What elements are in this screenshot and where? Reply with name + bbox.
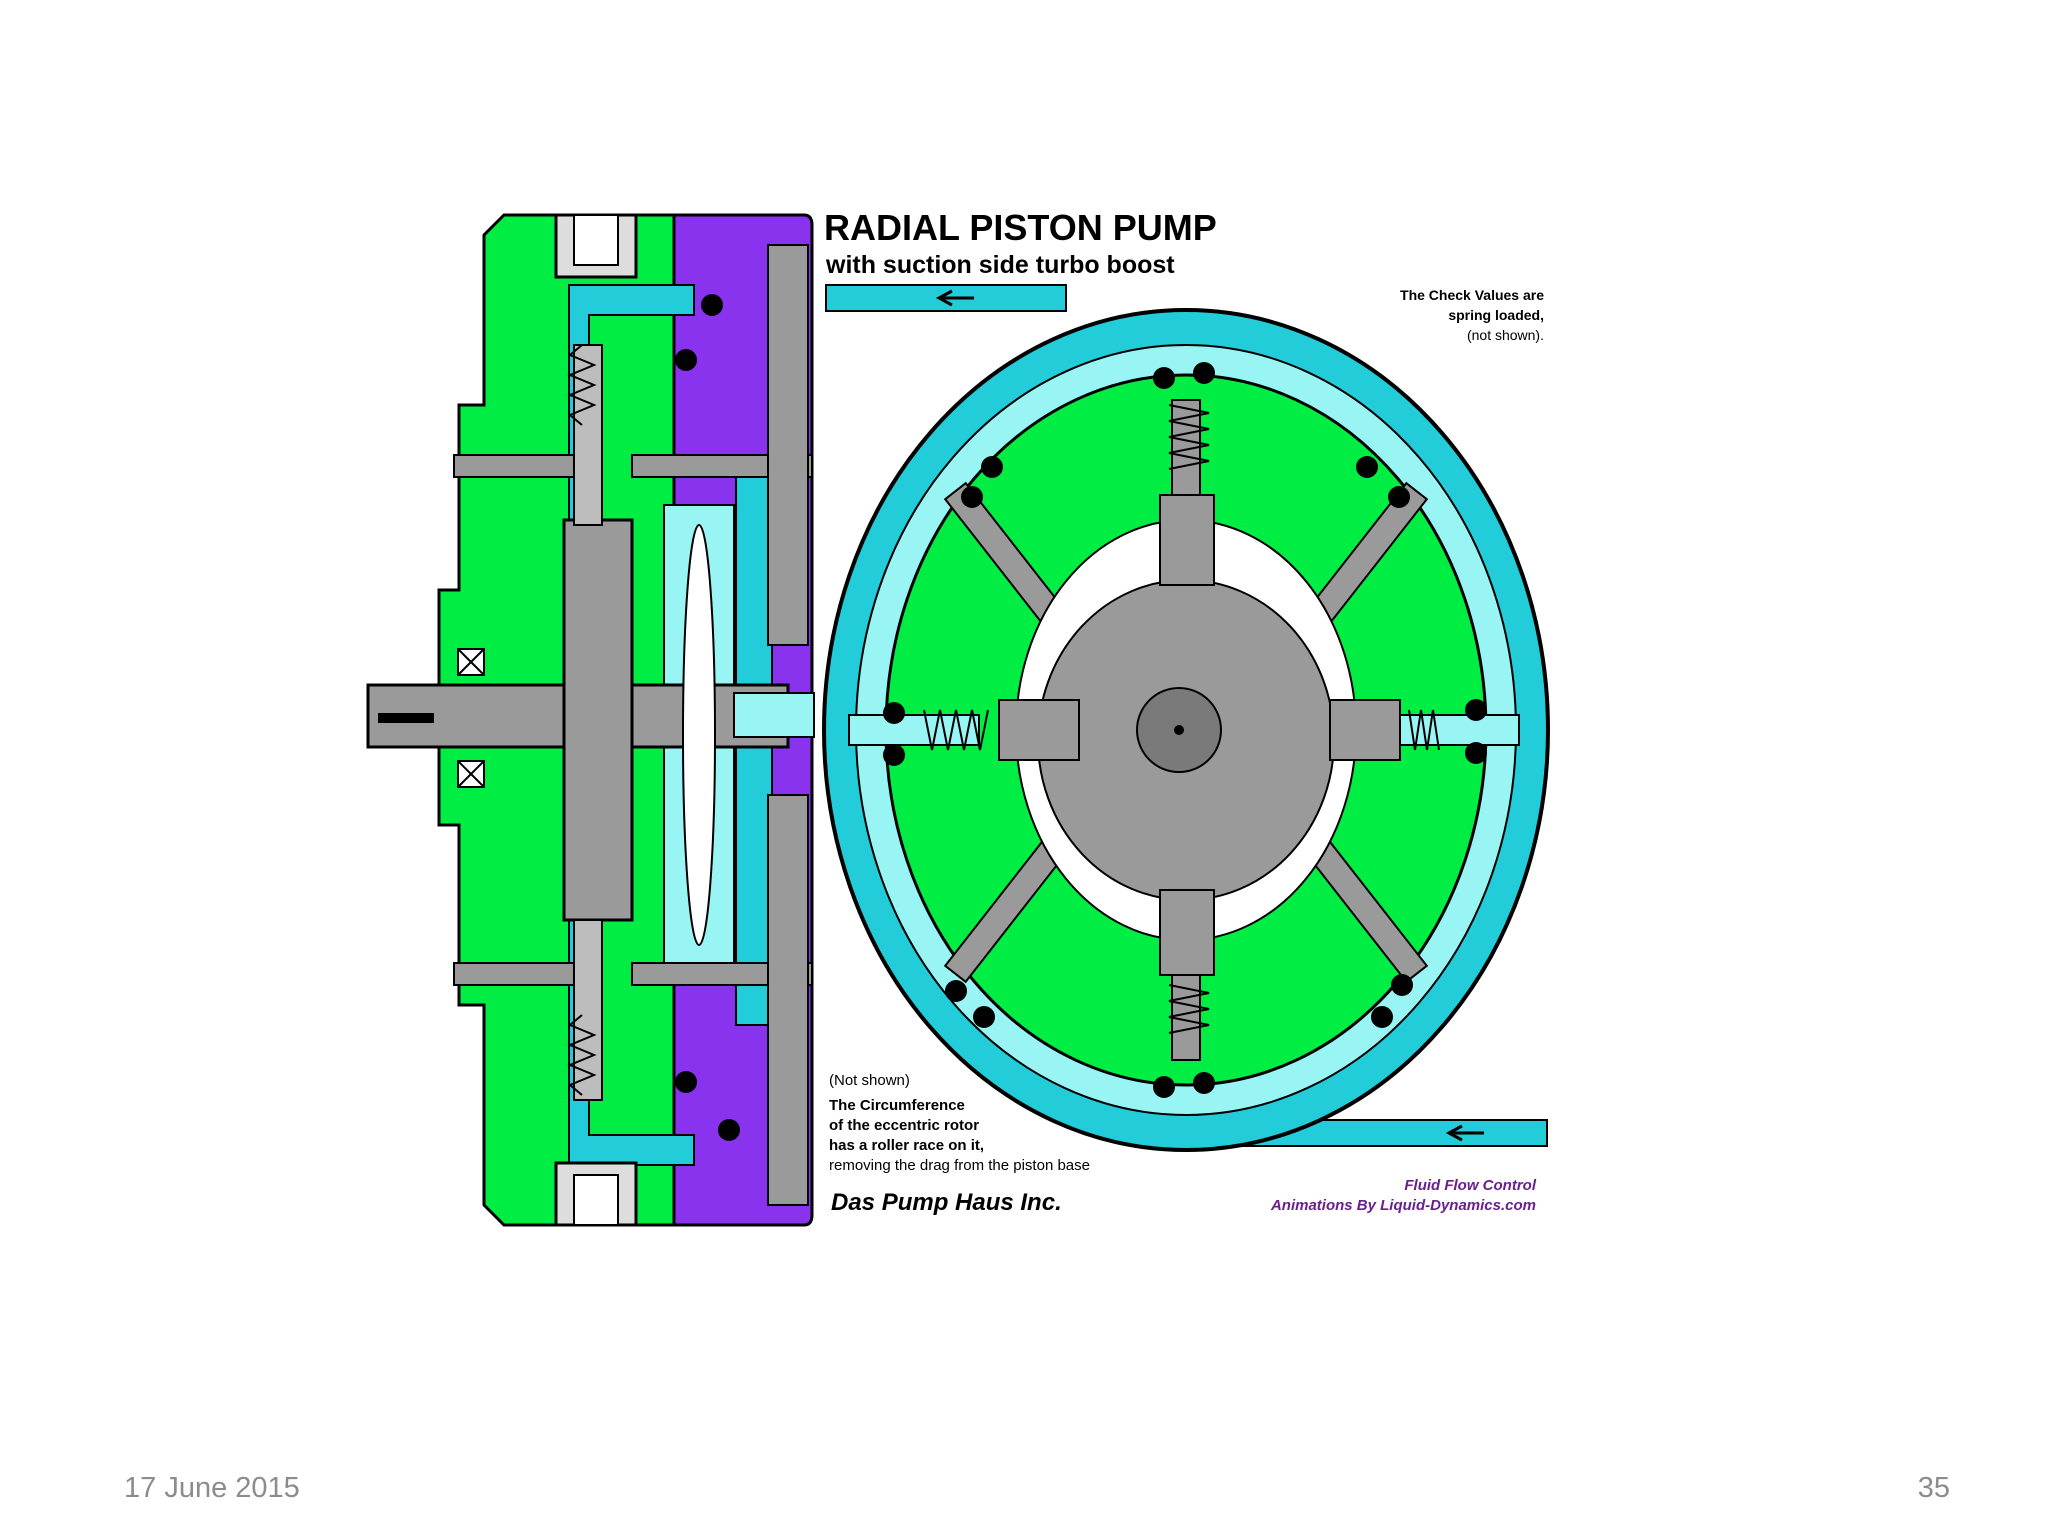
spring-icon <box>567 1014 597 1096</box>
check-valve-balls <box>883 362 1487 1098</box>
slide-number: 35 <box>1917 1472 1950 1504</box>
brand-label: Das Pump Haus Inc. <box>831 1189 1062 1216</box>
spring-icon <box>1168 984 1210 1034</box>
diagram-subtitle: with suction side turbo boost <box>825 251 1175 279</box>
note-line: The Check Values are <box>1400 287 1544 303</box>
bolt-lower-left <box>453 962 575 986</box>
check-valve-ball <box>1465 742 1487 764</box>
check-valve-ball <box>1371 1006 1393 1028</box>
bolt-upper-left <box>453 454 575 478</box>
spring-icon <box>1168 404 1210 470</box>
note-line: has a roller race on it, <box>829 1137 984 1154</box>
piston-top <box>1159 494 1215 586</box>
check-valve-ball <box>883 744 905 766</box>
rotor-hub <box>562 518 634 922</box>
lower-piston-rod <box>573 919 603 1101</box>
check-valve-ball <box>1153 367 1175 389</box>
check-valve-ball <box>675 349 697 371</box>
note-line: spring loaded, <box>1448 307 1544 323</box>
note-line: (not shown). <box>1467 327 1544 343</box>
check-valve-ball <box>1193 1072 1215 1094</box>
check-valves-note: The Check Values are spring loaded, (not… <box>1400 287 1544 343</box>
animation-credit: Fluid Flow Control Animations By Liquid-… <box>1270 1177 1537 1214</box>
check-valve-ball <box>981 456 1003 478</box>
spring-icon <box>567 344 597 426</box>
upper-piston-rod <box>573 344 603 526</box>
credit-line: Fluid Flow Control <box>1404 1177 1536 1194</box>
end-plate-upper <box>767 244 809 646</box>
check-valve-ball <box>718 1119 740 1141</box>
check-valve-ball <box>973 1006 995 1028</box>
check-valve-ball <box>701 294 723 316</box>
bottom-port-bore <box>573 1174 619 1226</box>
note-line: The Circumference <box>829 1097 965 1114</box>
radial-cross-section-view <box>822 284 1550 1152</box>
end-plate-lower <box>767 794 809 1206</box>
pistons <box>998 494 1401 976</box>
credit-line: Animations By Liquid-Dynamics.com <box>1270 1197 1536 1214</box>
spring-icon <box>923 709 989 751</box>
radial-piston-pump-diagram: RADIAL PISTON PUMP with suction side tur… <box>366 207 1550 1227</box>
inlet-arrow-icon <box>1445 1124 1484 1142</box>
check-valve-ball <box>945 980 967 1002</box>
inlet-arrow-icon <box>935 289 974 307</box>
check-valve-ball <box>1465 699 1487 721</box>
discharge-gallery <box>735 474 773 1026</box>
piston-left <box>998 699 1080 761</box>
check-valve-ball <box>1153 1076 1175 1098</box>
shaft-key <box>378 713 434 723</box>
spring-icon <box>1408 709 1440 751</box>
note-line: removing the drag from the piston base <box>829 1157 1090 1174</box>
top-port-bore <box>573 214 619 266</box>
check-valve-ball <box>675 1071 697 1093</box>
check-valve-ball <box>883 702 905 724</box>
check-valve-ball <box>961 486 983 508</box>
piston-right <box>1329 699 1401 761</box>
piston-bottom <box>1159 889 1215 976</box>
check-valve-ball <box>1356 456 1378 478</box>
shaft-center <box>1174 725 1184 735</box>
piston-springs <box>923 404 1440 1034</box>
side-section-view <box>366 213 815 1227</box>
footer-date: 17 June 2015 <box>124 1472 300 1504</box>
roller-race-note: (Not shown) The Circumference of the ecc… <box>829 1072 1090 1174</box>
turbo-impeller <box>682 524 716 946</box>
check-valve-ball <box>1388 486 1410 508</box>
check-valve-ball <box>1193 362 1215 384</box>
check-valve-ball <box>1391 974 1413 996</box>
outlet-nozzle <box>733 692 815 738</box>
diagram-title: RADIAL PISTON PUMP <box>824 207 1217 248</box>
note-line: (Not shown) <box>829 1072 910 1089</box>
note-line: of the eccentric rotor <box>829 1117 979 1134</box>
